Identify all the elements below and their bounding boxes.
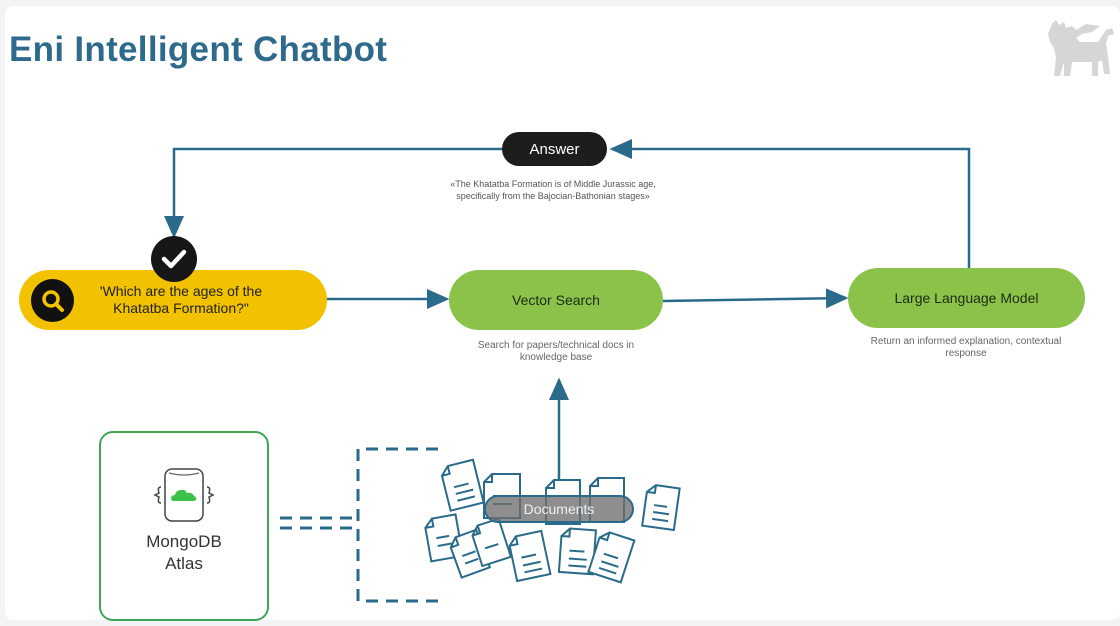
mongodb-atlas-node: MongoDB Atlas bbox=[99, 431, 269, 621]
vector-search-caption: Search for papers/technical docs in know… bbox=[477, 340, 635, 363]
documents-node: Documents bbox=[484, 495, 634, 523]
vector-search-label: Vector Search bbox=[512, 292, 600, 308]
eni-logo-icon bbox=[1048, 20, 1114, 76]
llm-node: Large Language Model bbox=[848, 268, 1085, 328]
page-title: Eni Intelligent Chatbot bbox=[9, 30, 388, 69]
answer-label: Answer bbox=[529, 140, 580, 158]
answer-text: «The Khatatba Formation is of Middle Jur… bbox=[450, 179, 656, 201]
query-text: 'Which are the ages of the Khatatba Form… bbox=[99, 283, 263, 316]
checkmark-icon bbox=[151, 236, 197, 282]
mongodb-atlas-label: MongoDB Atlas bbox=[101, 531, 267, 575]
mongodb-atlas-cloud-icon bbox=[153, 468, 215, 522]
mongodb-label-line2: Atlas bbox=[165, 554, 203, 573]
llm-label: Large Language Model bbox=[894, 290, 1039, 306]
search-icon bbox=[31, 279, 74, 322]
mongodb-label-line1: MongoDB bbox=[146, 532, 222, 551]
vector-search-node: Vector Search bbox=[449, 270, 663, 330]
documents-label: Documents bbox=[523, 501, 595, 517]
llm-caption: Return an informed explanation, contextu… bbox=[870, 336, 1062, 359]
answer-node: Answer bbox=[502, 132, 607, 166]
